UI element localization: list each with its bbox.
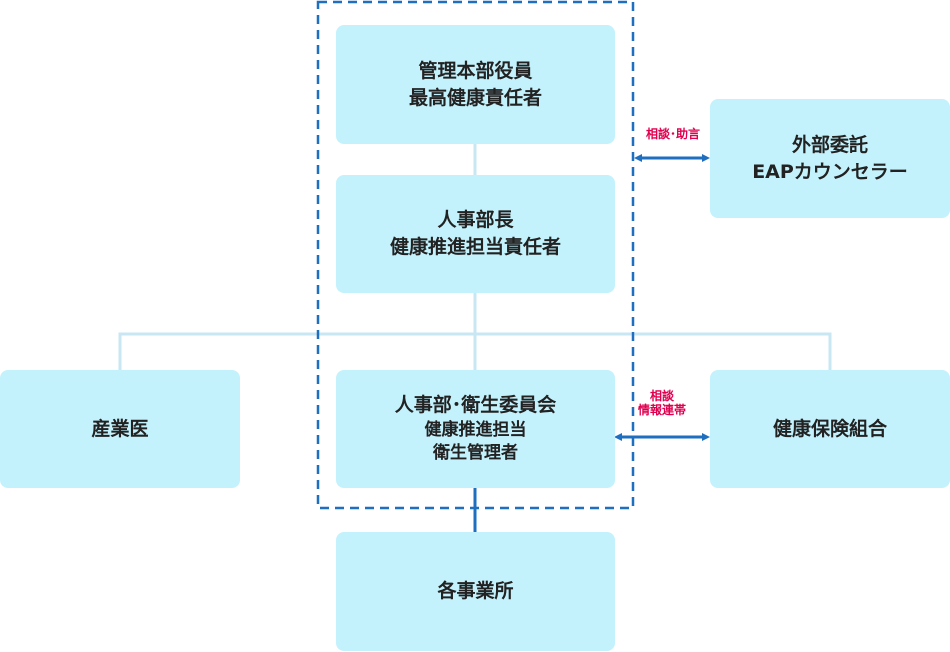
hr-manager-box: 人事部長 健康推進担当責任者 xyxy=(336,175,615,293)
committee-role-2: 衛生管理者 xyxy=(433,443,518,464)
insurance-link-label-line1: 相談 xyxy=(649,389,674,403)
health-insurance-box: 健康保険組合 xyxy=(710,370,950,488)
committee-title: 人事部･衛生委員会 xyxy=(394,393,557,416)
committee-role-1: 健康推進担当 xyxy=(424,419,527,440)
insurance-link-label: 相談 情報連帯 xyxy=(622,389,702,418)
executive-title: 管理本部役員 xyxy=(418,59,533,82)
executive-box: 管理本部役員 最高健康責任者 xyxy=(336,25,615,144)
eap-title: 外部委託 xyxy=(791,133,868,156)
offices-box: 各事業所 xyxy=(336,532,615,651)
occupational-physician-label: 産業医 xyxy=(91,417,149,440)
hr-manager-title: 人事部長 xyxy=(437,209,514,232)
health-insurance-label: 健康保険組合 xyxy=(772,417,887,440)
insurance-link-label-line2: 情報連帯 xyxy=(637,403,686,418)
connector-horizontal xyxy=(118,332,832,370)
occupational-physician-box: 産業医 xyxy=(0,370,240,488)
committee-box: 人事部･衛生委員会 健康推進担当 衛生管理者 xyxy=(336,370,615,488)
eap-role: EAPカウンセラー xyxy=(752,160,908,183)
offices-label: 各事業所 xyxy=(437,580,514,603)
executive-role: 最高健康責任者 xyxy=(408,86,542,109)
hr-manager-role: 健康推進担当責任者 xyxy=(389,236,561,258)
eap-link-label: 相談･助言 xyxy=(645,127,700,141)
eap-box: 外部委託 EAPカウンセラー xyxy=(710,99,950,218)
